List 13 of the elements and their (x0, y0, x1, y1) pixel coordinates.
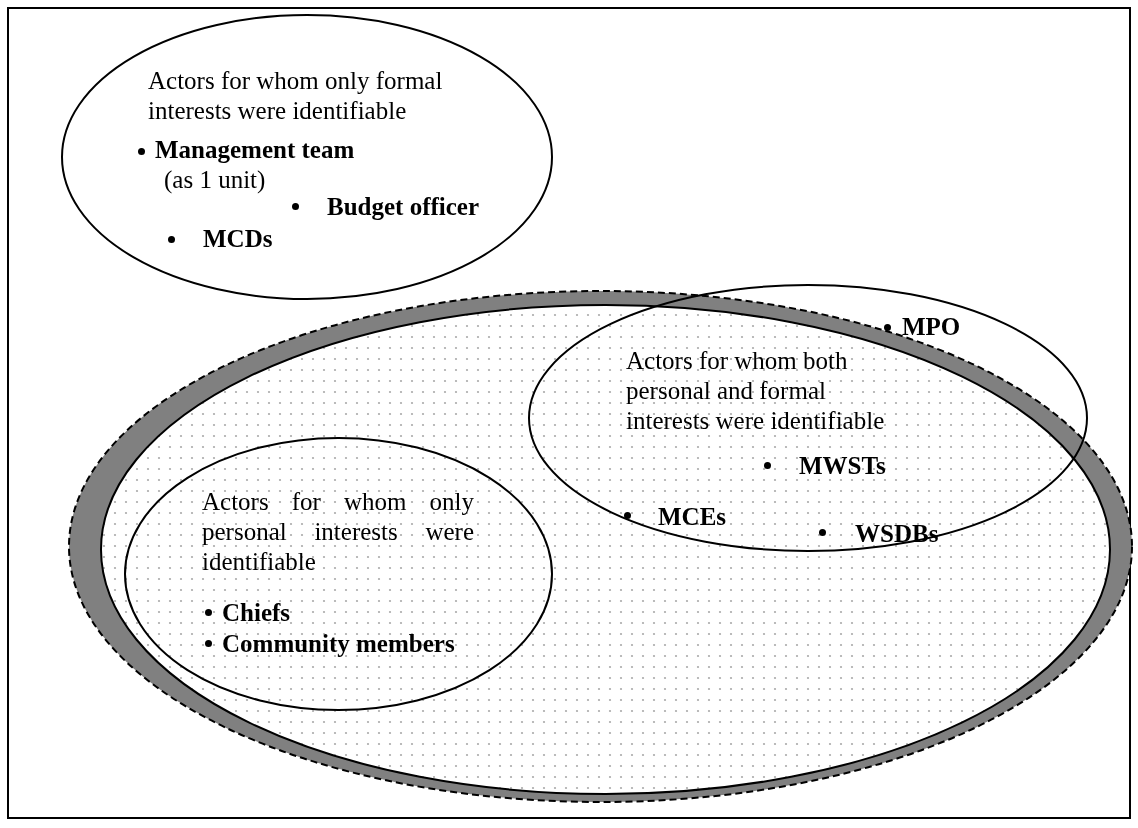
group-heading: Actors for whom only personal interests were identifiable (202, 487, 474, 577)
actor-name: MCDs (203, 224, 273, 254)
actor-name: MCEs (658, 502, 727, 532)
actor-name: Budget officer (327, 192, 480, 222)
actor-name: Chiefs (222, 598, 291, 628)
actor-name: WSDBs (855, 519, 939, 549)
group-heading: Actors for whom both personal and formal interests were identifiable (626, 346, 886, 436)
actor-name: MPO (902, 312, 961, 342)
actor-name: MWSTs (799, 451, 886, 481)
actor-name: Community members (222, 629, 455, 659)
group-heading: Actors for whom only formal interests were identifiable (148, 66, 444, 126)
actor-name: Management team (155, 135, 355, 165)
note-text: (as 1 unit) (164, 165, 266, 195)
